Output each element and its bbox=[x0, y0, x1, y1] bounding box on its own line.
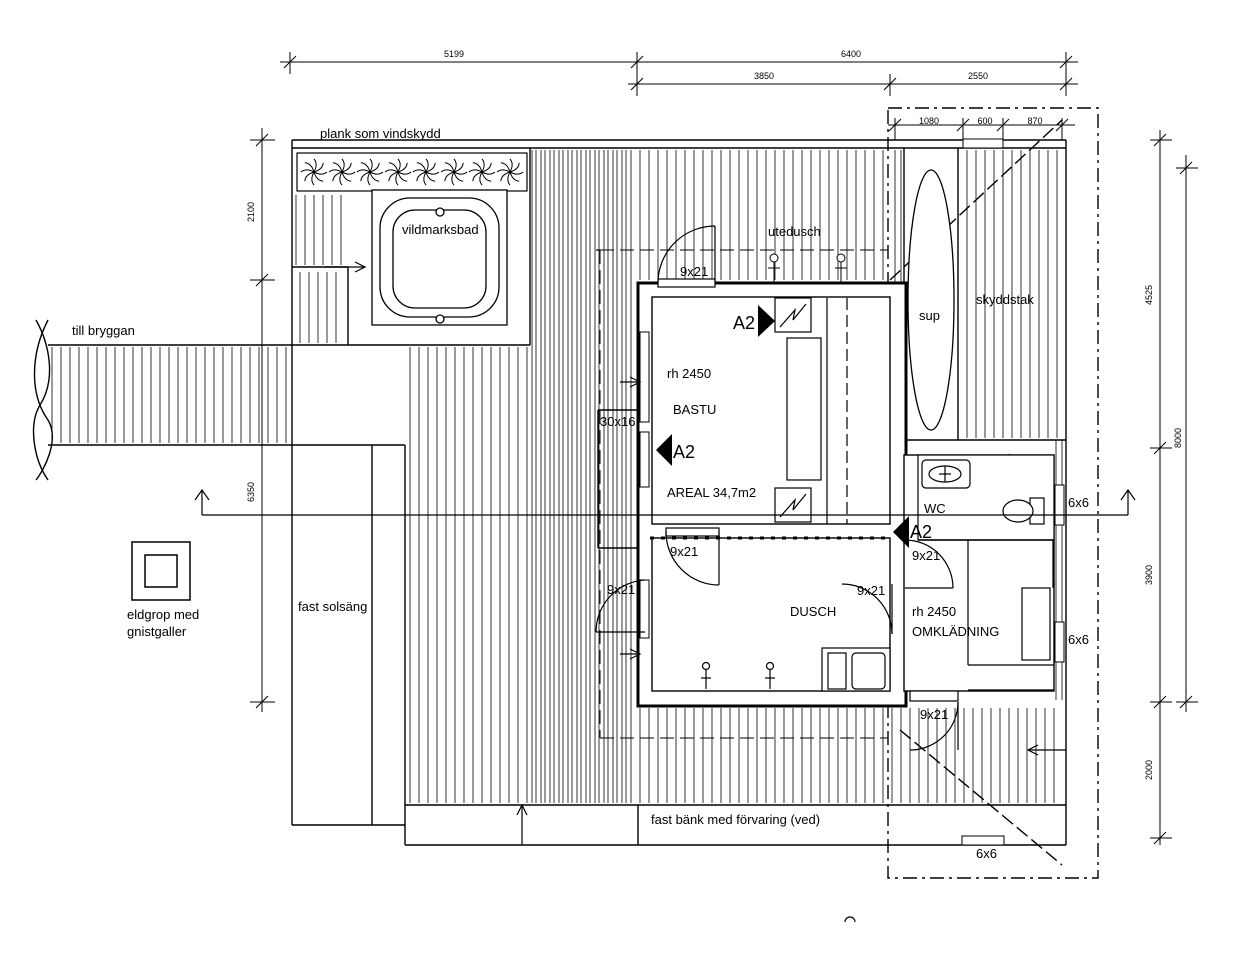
opening-window-right-2: 6x6 bbox=[1068, 632, 1089, 647]
label-rh-bastu: rh 2450 bbox=[667, 366, 711, 381]
section-line bbox=[194, 488, 1136, 516]
dim-2550: 2550 bbox=[968, 71, 988, 81]
label-wc: WC bbox=[924, 501, 946, 516]
dim-8000: 8000 bbox=[1173, 428, 1183, 448]
dim-3850: 3850 bbox=[754, 71, 774, 81]
dim-2100: 2100 bbox=[246, 202, 256, 222]
dim-5199: 5199 bbox=[444, 49, 464, 59]
plant-symbol bbox=[300, 158, 328, 186]
label-skyddstak: skyddstak bbox=[976, 292, 1034, 307]
opening-window-bottom: 6x6 bbox=[976, 846, 997, 861]
label-till-bryggan: till bryggan bbox=[72, 323, 135, 338]
label-bastu: BASTU bbox=[673, 402, 716, 417]
entrance-arrows bbox=[325, 261, 1066, 845]
windscreen-plants bbox=[300, 158, 524, 186]
opening-door-bottom: 9x21 bbox=[920, 707, 948, 722]
opening-door-wc: 9x21 bbox=[912, 548, 940, 563]
section-marker-triangle bbox=[893, 516, 909, 548]
label-solsang: fast solsäng bbox=[298, 599, 367, 614]
fire-pit bbox=[131, 541, 191, 601]
bridge-to-jetty bbox=[32, 319, 292, 481]
dim-870: 870 bbox=[1027, 116, 1042, 126]
sup-board bbox=[907, 169, 955, 431]
opening-window-left: 30x16 bbox=[600, 414, 635, 429]
north-mark bbox=[844, 916, 856, 923]
section-marker-triangle bbox=[656, 434, 672, 466]
dim-1080: 1080 bbox=[919, 116, 939, 126]
section-marker-a2-wc: A2 bbox=[910, 522, 932, 542]
plant-symbol bbox=[356, 158, 384, 186]
opening-labels: 9x21 30x16 9x21 9x21 9x21 9x21 9x21 6x6 … bbox=[600, 264, 1089, 861]
shower-details bbox=[650, 536, 891, 692]
wc-fixtures bbox=[921, 459, 1051, 661]
windscreen-plank bbox=[296, 152, 528, 192]
opening-door-left: 9x21 bbox=[607, 582, 635, 597]
section-marker-a2-bastu: A2 bbox=[673, 442, 695, 462]
label-sup: sup bbox=[919, 308, 940, 323]
label-vildmarksbad: vildmarksbad bbox=[402, 222, 479, 237]
label-omkladning: OMKLÄDNING bbox=[912, 624, 999, 639]
label-plank: plank som vindskydd bbox=[320, 126, 441, 141]
plant-symbol bbox=[384, 158, 412, 186]
plant-symbol bbox=[440, 158, 468, 186]
room-labels: plank som vindskydd vildmarksbad till br… bbox=[72, 126, 1034, 827]
section-marker-triangle bbox=[758, 305, 775, 337]
label-rh-omk: rh 2450 bbox=[912, 604, 956, 619]
plant-symbol bbox=[468, 158, 496, 186]
deck-boards bbox=[51, 150, 1063, 803]
plant-symbol bbox=[496, 158, 524, 186]
sauna-benches bbox=[774, 297, 848, 524]
dim-6400: 6400 bbox=[841, 49, 861, 59]
label-eldgrop-1: eldgrop med bbox=[127, 607, 199, 622]
label-bank: fast bänk med förvaring (ved) bbox=[651, 812, 820, 827]
section-marker-a2-top: A2 bbox=[733, 313, 755, 333]
dim-6350: 6350 bbox=[246, 482, 256, 502]
outdoor-shower bbox=[768, 253, 847, 283]
dim-4525: 4525 bbox=[1144, 285, 1154, 305]
roof-outline bbox=[599, 249, 888, 739]
label-areal: AREAL 34,7m2 bbox=[667, 485, 756, 500]
deck-outlines bbox=[291, 107, 1099, 879]
label-utedusch: utedusch bbox=[768, 224, 821, 239]
opening-door-bastu: 9x21 bbox=[670, 544, 698, 559]
dim-600: 600 bbox=[977, 116, 992, 126]
opening-window-right-1: 6x6 bbox=[1068, 495, 1089, 510]
opening-door-dusch: 9x21 bbox=[857, 583, 885, 598]
dim-2000: 2000 bbox=[1144, 760, 1154, 780]
plant-symbol bbox=[328, 158, 356, 186]
doors bbox=[595, 225, 1054, 751]
label-eldgrop-2: gnistgaller bbox=[127, 624, 187, 639]
dim-3900: 3900 bbox=[1144, 565, 1154, 585]
hot-tub bbox=[371, 189, 508, 326]
section-marker-a2: A2 A2 A2 bbox=[656, 305, 932, 548]
wall-windows bbox=[639, 138, 1065, 846]
opening-door-top: 9x21 bbox=[680, 264, 708, 279]
label-dusch: DUSCH bbox=[790, 604, 836, 619]
plant-symbol bbox=[412, 158, 440, 186]
